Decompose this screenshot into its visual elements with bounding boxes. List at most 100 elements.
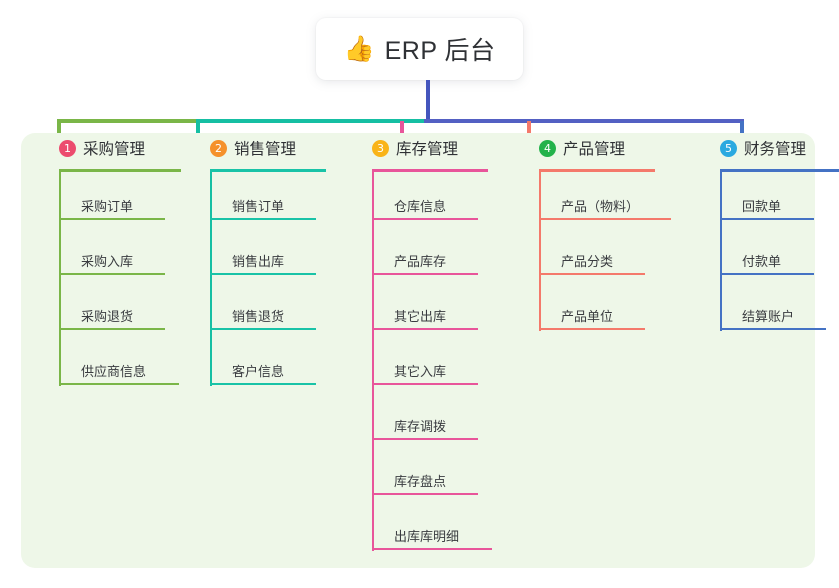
branch-item-list: 销售订单销售出库销售退货客户信息: [196, 172, 356, 392]
branch-item[interactable]: 客户信息: [196, 337, 356, 392]
branch-item[interactable]: 其它出库: [358, 282, 533, 337]
branch-item-label: 库存调拨: [394, 419, 447, 434]
branch-item-list: 产品（物料） 产品分类产品单位: [525, 172, 700, 337]
branch-header-1[interactable]: 1 采购管理: [45, 133, 205, 163]
branch-item-list: 回款单付款单结算账户: [706, 172, 839, 337]
branch-item-label: 其它出库: [394, 309, 447, 324]
branch-item-label: 库存盘点: [394, 474, 447, 489]
branch-rail: [720, 172, 722, 331]
branch-item[interactable]: 采购退货: [45, 282, 205, 337]
branch-item-rule: [720, 328, 826, 330]
branch-item-label: 产品单位: [561, 309, 614, 324]
branch-rail: [59, 172, 61, 386]
branch-item[interactable]: 产品库存: [358, 227, 533, 282]
branch-item-list: 仓库信息产品库存其它出库其它入库库存调拨库存盘点出库库明细: [358, 172, 533, 557]
branch-item-label: 结算账户: [742, 309, 795, 324]
branch-column-1: 1 采购管理采购订单采购入库采购退货供应商信息: [45, 133, 205, 392]
connector-bus-right: [424, 119, 744, 123]
branch-column-3: 3 库存管理仓库信息产品库存其它出库其它入库库存调拨库存盘点出库库明细: [358, 133, 533, 557]
branch-item[interactable]: 付款单: [706, 227, 839, 282]
branch-item-rule: [372, 493, 478, 495]
branch-header-5[interactable]: 5 财务管理: [706, 133, 839, 163]
branch-item-rule: [59, 218, 165, 220]
branch-item[interactable]: 销售退货: [196, 282, 356, 337]
branch-item-rule: [372, 383, 478, 385]
branch-item-rule: [210, 383, 316, 385]
root-title: ERP 后台: [384, 37, 496, 65]
thumbs-up-icon: 👍: [343, 34, 375, 63]
branch-item-label: 产品库存: [394, 254, 447, 269]
branch-item-label: 客户信息: [232, 364, 285, 379]
connector-bus-left: [57, 119, 198, 123]
branch-item[interactable]: 库存盘点: [358, 447, 533, 502]
branch-item-label: 销售订单: [232, 199, 285, 214]
branch-item-rule: [372, 438, 478, 440]
branch-item-label: 出库库明细: [394, 529, 460, 544]
branch-item-label: 付款单: [742, 254, 782, 269]
branch-rail: [539, 172, 541, 331]
branch-number-badge: 3: [372, 139, 389, 157]
branch-header-4[interactable]: 4 产品管理: [525, 133, 700, 163]
branch-item-rule: [539, 273, 645, 275]
branch-item[interactable]: 出库库明细: [358, 502, 533, 557]
branch-title: 销售管理: [234, 141, 297, 158]
branch-item-rule: [720, 218, 814, 220]
branch-item-label: 采购入库: [81, 254, 134, 269]
branch-item-rule: [210, 328, 316, 330]
root-node[interactable]: 👍 ERP 后台: [316, 18, 523, 80]
branch-item[interactable]: 销售订单: [196, 172, 356, 227]
branch-item[interactable]: 库存调拨: [358, 392, 533, 447]
branch-item-rule: [372, 328, 478, 330]
branch-item-label: 仓库信息: [394, 199, 447, 214]
branch-number-badge: 2: [210, 139, 227, 157]
branch-title: 财务管理: [744, 141, 807, 158]
branch-item[interactable]: 产品分类: [525, 227, 700, 282]
diagram-panel: 1 采购管理采购订单采购入库采购退货供应商信息 2 销售管理销售订单销售出库销售退货…: [21, 133, 839, 568]
connector-root-stem: [426, 80, 430, 121]
branch-number-badge: 4: [539, 139, 556, 157]
branch-header-3[interactable]: 3 库存管理: [358, 133, 533, 163]
branch-item-label: 销售退货: [232, 309, 285, 324]
branch-header-2[interactable]: 2 销售管理: [196, 133, 356, 163]
branch-header-rule: [59, 169, 181, 172]
branch-rail: [210, 172, 212, 386]
branch-item-label: 产品分类: [561, 254, 614, 269]
branch-item-rule: [720, 273, 814, 275]
branch-number-badge: 1: [59, 139, 76, 157]
branch-number-badge: 5: [720, 139, 737, 157]
branch-item-label: 回款单: [742, 199, 782, 214]
branch-item[interactable]: 产品单位: [525, 282, 700, 337]
branch-title: 库存管理: [396, 141, 459, 158]
branch-item-rule: [372, 273, 478, 275]
branch-item-label: 采购退货: [81, 309, 134, 324]
branch-item[interactable]: 供应商信息: [45, 337, 205, 392]
branch-item-label: 采购订单: [81, 199, 134, 214]
branch-item-rule: [59, 273, 165, 275]
branch-item[interactable]: 销售出库: [196, 227, 356, 282]
branch-column-4: 4 产品管理产品（物料） 产品分类产品单位: [525, 133, 700, 337]
branch-header-rule: [210, 169, 326, 172]
branch-item[interactable]: 回款单: [706, 172, 839, 227]
branch-item-label: 供应商信息: [81, 364, 147, 379]
branch-item-label: 销售出库: [232, 254, 285, 269]
branch-header-rule: [539, 169, 655, 172]
branch-title: 采购管理: [83, 141, 146, 158]
branch-item-rule: [539, 328, 645, 330]
branch-item-label: 其它入库: [394, 364, 447, 379]
branch-item-rule: [210, 218, 316, 220]
branch-item[interactable]: 采购订单: [45, 172, 205, 227]
branch-item[interactable]: 其它入库: [358, 337, 533, 392]
branch-title: 产品管理: [563, 141, 626, 158]
branch-item[interactable]: 结算账户: [706, 282, 839, 337]
branch-header-rule: [720, 169, 839, 172]
branch-item-list: 采购订单采购入库采购退货供应商信息: [45, 172, 205, 392]
branch-item-rule: [372, 548, 492, 550]
branch-item[interactable]: 采购入库: [45, 227, 205, 282]
connector-bus-middle: [196, 119, 426, 123]
branch-column-5: 5 财务管理回款单付款单结算账户: [706, 133, 839, 337]
branch-item[interactable]: 仓库信息: [358, 172, 533, 227]
branch-item-rule: [539, 218, 671, 220]
branch-item[interactable]: 产品（物料）: [525, 172, 700, 227]
branch-item-label: 产品（物料）: [561, 199, 640, 214]
branch-item-rule: [59, 383, 179, 385]
